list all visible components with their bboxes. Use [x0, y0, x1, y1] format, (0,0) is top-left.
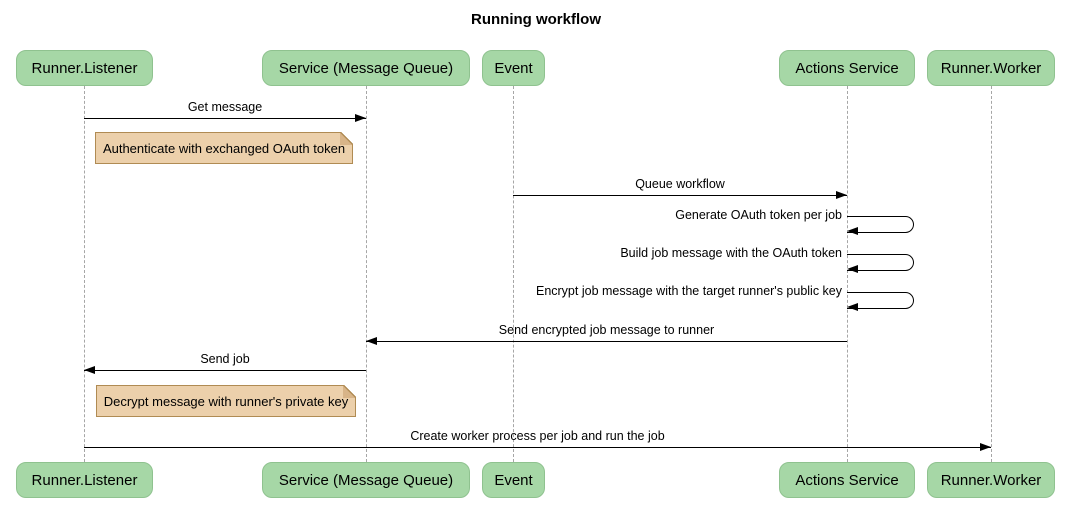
- self-message-generate-oauth-token: Generate OAuth token per job: [675, 208, 914, 235]
- message-label: Send encrypted job message to runner: [498, 323, 715, 337]
- message-label: Queue workflow: [635, 177, 725, 191]
- participant-bottom-runner-listener: Runner.Listener: [16, 462, 153, 498]
- note-authenticate: Authenticate with exchanged OAuth token: [95, 132, 353, 164]
- note-fold-icon: [340, 132, 353, 145]
- self-loop-line: [847, 254, 914, 271]
- self-message-encrypt-job-message: Encrypt job message with the target runn…: [536, 284, 914, 311]
- message-label: Encrypt job message with the target runn…: [535, 284, 842, 298]
- note-fold-icon: [343, 385, 356, 398]
- message-label: Build job message with the OAuth token: [620, 246, 842, 260]
- self-message-build-job-message: Build job message with the OAuth token: [620, 246, 914, 273]
- lifeline-actions-service: [847, 86, 848, 462]
- participant-bottom-runner-worker: Runner.Worker: [927, 462, 1055, 498]
- arrowhead-left-icon: [84, 366, 95, 374]
- lifeline-event: [513, 86, 514, 462]
- message-label: Get message: [187, 100, 263, 114]
- self-loop-line: [847, 216, 914, 233]
- participant-bottom-event: Event: [482, 462, 545, 498]
- message-line: [84, 370, 366, 371]
- diagram-title: Running workflow: [471, 11, 601, 28]
- note-label: Decrypt message with runner's private ke…: [103, 393, 349, 409]
- message-label: Generate OAuth token per job: [675, 208, 842, 222]
- arrowhead-left-icon: [847, 265, 858, 273]
- arrowhead-right-icon: [836, 191, 847, 199]
- lifeline-service-message-queue: [366, 86, 367, 462]
- participant-top-service-message-queue: Service (Message Queue): [262, 50, 470, 86]
- participant-top-actions-service: Actions Service: [779, 50, 915, 86]
- participant-bottom-actions-service: Actions Service: [779, 462, 915, 498]
- note-label: Authenticate with exchanged OAuth token: [102, 140, 346, 156]
- participant-bottom-service-message-queue: Service (Message Queue): [262, 462, 470, 498]
- message-line: [366, 341, 847, 342]
- self-loop-line: [847, 292, 914, 309]
- arrowhead-left-icon: [366, 337, 377, 345]
- message-label: Send job: [200, 352, 250, 366]
- arrowhead-left-icon: [847, 227, 858, 235]
- message-label: Create worker process per job and run th…: [410, 429, 665, 443]
- message-line: [513, 195, 847, 196]
- participant-top-runner-listener: Runner.Listener: [16, 50, 153, 86]
- participant-top-event: Event: [482, 50, 545, 86]
- arrowhead-right-icon: [980, 443, 991, 451]
- message-line: [84, 447, 991, 448]
- participant-top-runner-worker: Runner.Worker: [927, 50, 1055, 86]
- message-line: [84, 118, 366, 119]
- arrowhead-left-icon: [847, 303, 858, 311]
- arrowhead-right-icon: [355, 114, 366, 122]
- lifeline-runner-listener: [84, 86, 85, 462]
- note-decrypt: Decrypt message with runner's private ke…: [96, 385, 356, 417]
- lifeline-runner-worker: [991, 86, 992, 462]
